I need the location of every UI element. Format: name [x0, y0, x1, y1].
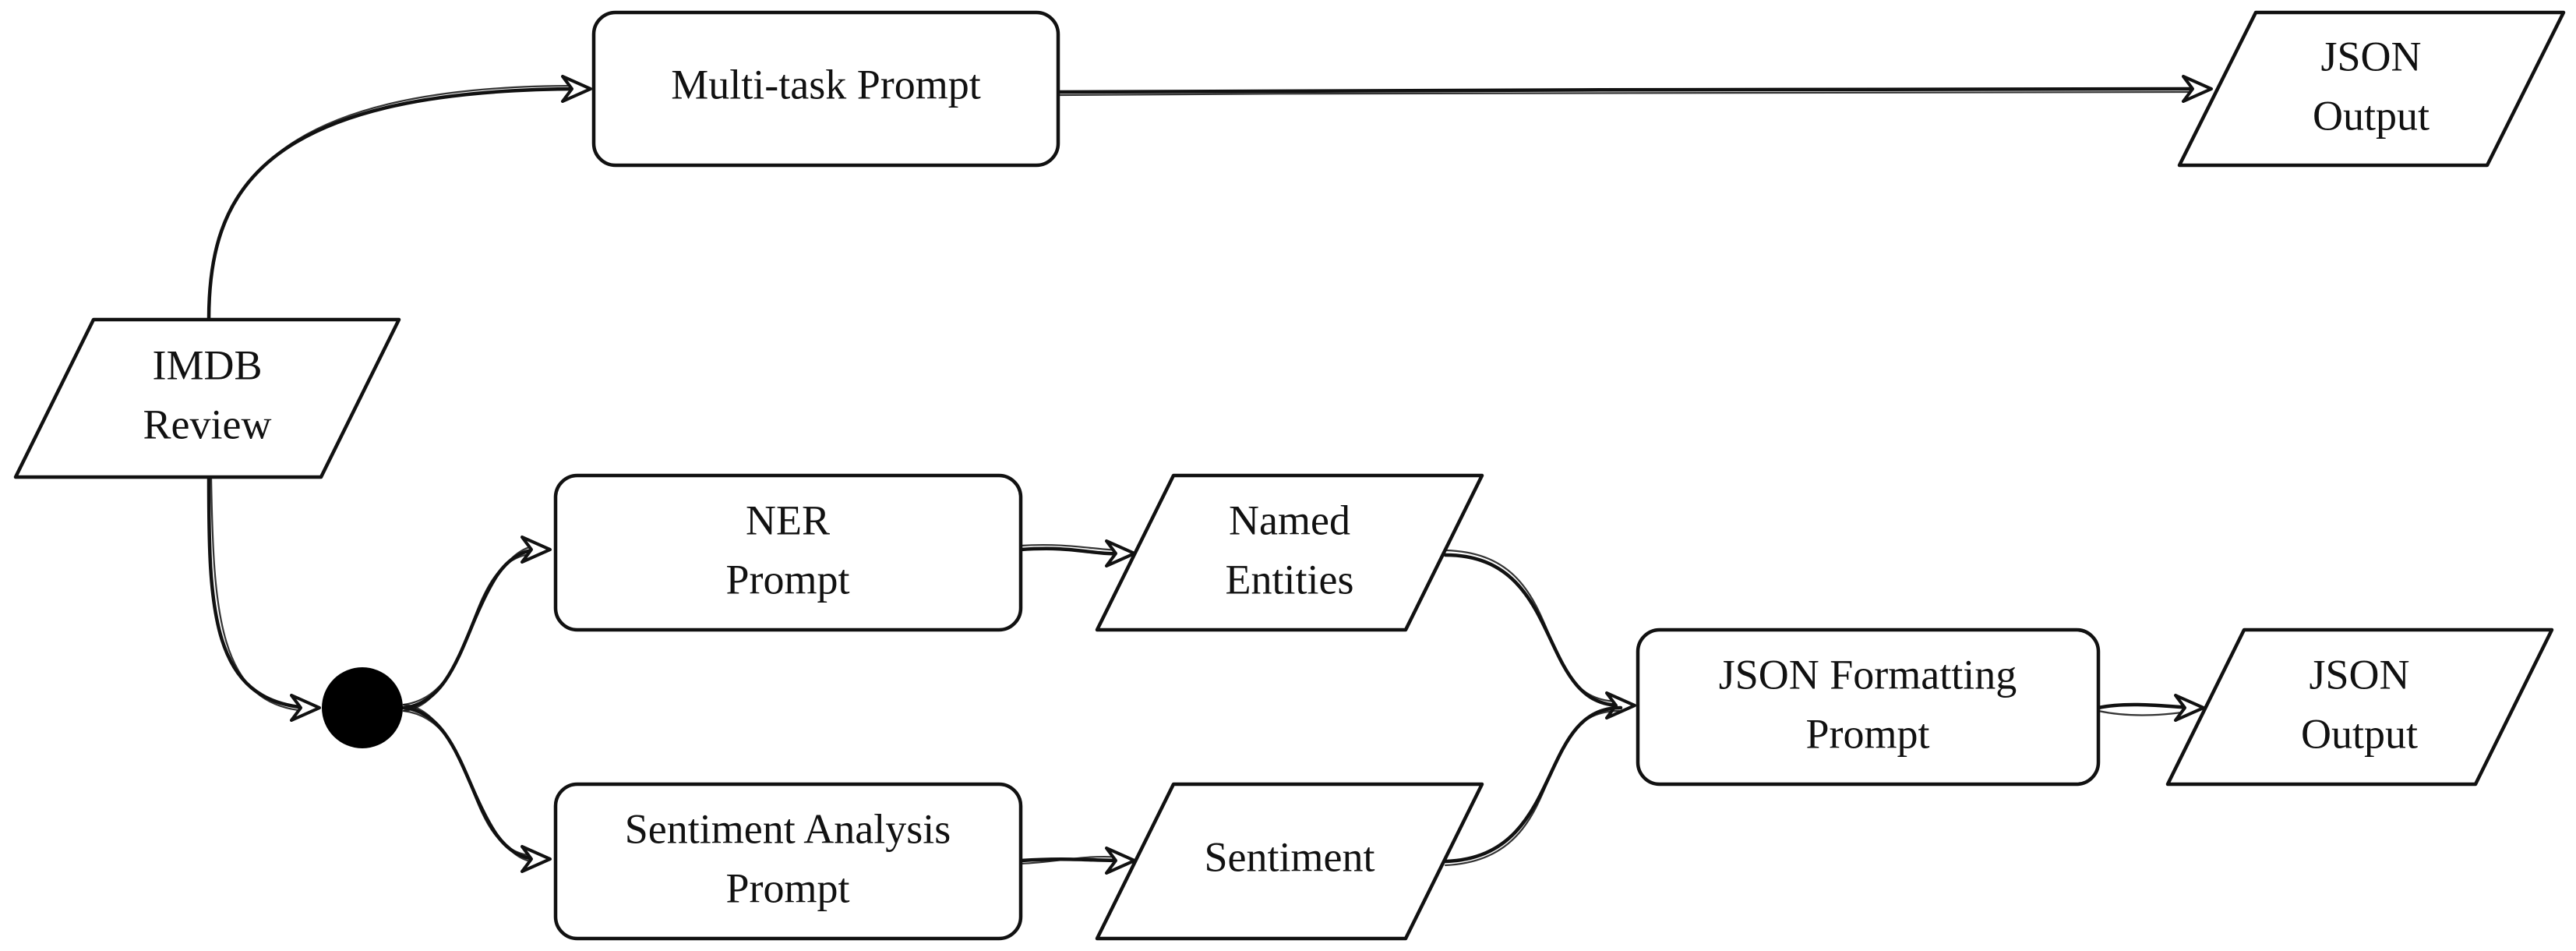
- json-output-top-label-line-2: Output: [2313, 92, 2430, 139]
- edge-sentiment-prompt-to-sentiment: [1018, 857, 1124, 863]
- arrowhead-named-entities: [1105, 539, 1136, 567]
- imdb-review-shape: [13, 317, 401, 479]
- json-formatting-prompt-label-line-1: JSON Formatting: [1719, 651, 2017, 698]
- edge-multitask-to-json-output-top-echo: [1057, 90, 2199, 97]
- edge-review-to-junction: [206, 475, 310, 710]
- json-output-bottom-label-line-1: JSON: [2309, 651, 2409, 698]
- node-json-output-bottom[interactable]: JSON Output: [2165, 628, 2554, 787]
- edge-junction-to-sentiment-prompt-echo-2: [402, 703, 539, 864]
- node-sentiment[interactable]: Sentiment: [1095, 782, 1484, 941]
- node-json-output-top[interactable]: JSON Output: [2177, 10, 2566, 168]
- json-formatting-prompt-shape: [1636, 628, 2101, 787]
- edge-junction-to-ner-echo-2: [402, 544, 539, 712]
- named-entities-shape: [1095, 473, 1484, 632]
- sentiment-label: Sentiment: [1205, 833, 1375, 880]
- imdb-review-label-line-2: Review: [143, 401, 272, 447]
- arrowhead-json-output-bottom: [2174, 694, 2205, 722]
- named-entities-label-line-2: Entities: [1226, 556, 1354, 603]
- sentiment-analysis-prompt-label-line-1: Sentiment Analysis: [625, 805, 951, 852]
- edge-sentiment-prompt-to-sentiment-echo: [1019, 855, 1124, 865]
- edge-review-to-multitask-echo: [207, 84, 578, 317]
- arrowhead-junction: [290, 694, 321, 722]
- multitask-prompt-shape: [591, 10, 1060, 168]
- edges: [206, 75, 2213, 875]
- json-output-bottom-shape: [2165, 628, 2554, 787]
- node-named-entities[interactable]: Named Entities: [1095, 473, 1484, 632]
- sentiment-shape: [1095, 782, 1484, 941]
- ner-prompt-label-line-1: NER: [746, 497, 830, 543]
- edge-named-entities-to-json-formatting: [1443, 553, 1623, 708]
- edge-json-formatting-to-json-output-bottom-echo: [2097, 709, 2193, 716]
- edge-sentiment-to-json-formatting-echo: [1444, 709, 1621, 867]
- arrowhead-json-output-top: [2182, 75, 2213, 103]
- edge-json-formatting-to-json-output-bottom: [2096, 702, 2193, 710]
- node-imdb-review[interactable]: IMDB Review: [13, 317, 401, 479]
- edge-ner-to-named-entities: [1018, 546, 1124, 556]
- node-multitask-prompt[interactable]: Multi-task Prompt: [591, 10, 1060, 168]
- json-formatting-prompt-label-line-2: Prompt: [1805, 710, 1929, 757]
- arrowhead-ner: [520, 536, 552, 564]
- node-sentiment-analysis-prompt[interactable]: Sentiment Analysis Prompt: [553, 782, 1023, 941]
- edge-review-to-junction-echo: [210, 476, 307, 712]
- node-json-formatting-prompt[interactable]: JSON Formatting Prompt: [1636, 628, 2101, 787]
- split-junction-dot: [322, 667, 403, 748]
- multitask-prompt-label: Multi-task Prompt: [671, 61, 981, 108]
- edge-named-entities-to-json-formatting-echo: [1444, 549, 1621, 703]
- json-output-top-label-line-1: JSON: [2320, 33, 2421, 80]
- arrowhead-sentiment: [1105, 847, 1136, 875]
- named-entities-label-line-1: Named: [1229, 497, 1350, 543]
- edge-junction-to-ner-echo: [402, 552, 538, 706]
- sentiment-analysis-prompt-shape: [553, 782, 1023, 941]
- edge-multitask-to-json-output-top: [1056, 87, 2202, 94]
- node-ner-prompt[interactable]: NER Prompt: [553, 473, 1023, 632]
- arrowhead-multitask: [561, 75, 592, 103]
- json-output-bottom-label-line-2: Output: [2301, 710, 2418, 757]
- json-output-top-shape: [2177, 10, 2566, 168]
- arrowhead-sentiment-prompt: [520, 845, 552, 873]
- ner-prompt-label-line-2: Prompt: [725, 556, 849, 603]
- edge-review-to-multitask: [206, 87, 583, 322]
- ner-prompt-shape: [553, 473, 1023, 632]
- edge-junction-to-sentiment-prompt-echo: [402, 709, 538, 857]
- sentiment-analysis-prompt-label-line-2: Prompt: [725, 864, 849, 911]
- imdb-review-label-line-1: IMDB: [152, 341, 262, 388]
